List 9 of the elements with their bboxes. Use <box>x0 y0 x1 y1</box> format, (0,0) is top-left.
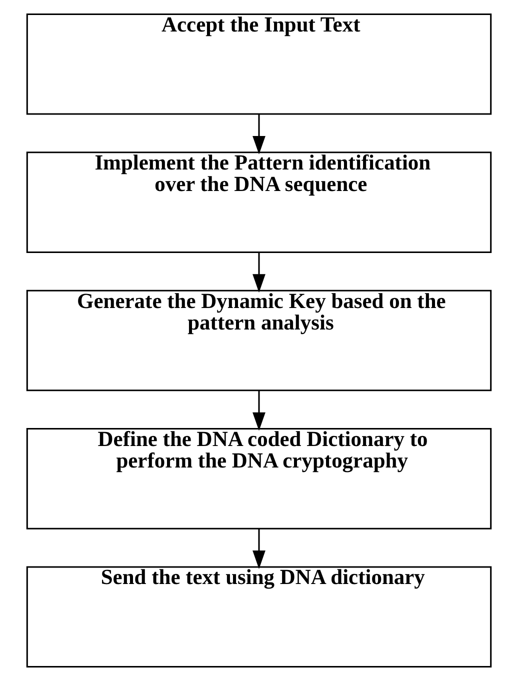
arrow <box>252 114 265 154</box>
arrow <box>252 390 265 431</box>
node-box: Implement the Pattern identification over the DNA sequence <box>26 152 492 253</box>
node-box: Generate the Dynamic Key based on the pattern analysis <box>26 290 492 392</box>
arrow <box>252 252 265 293</box>
node-box: Send the text using DNA dictionary <box>26 566 492 668</box>
node-box: Define the DNA coded Dictionary to perform the DNA cryptography <box>26 428 492 530</box>
node-box: Accept the Input Text <box>26 13 492 115</box>
arrow <box>252 529 265 569</box>
